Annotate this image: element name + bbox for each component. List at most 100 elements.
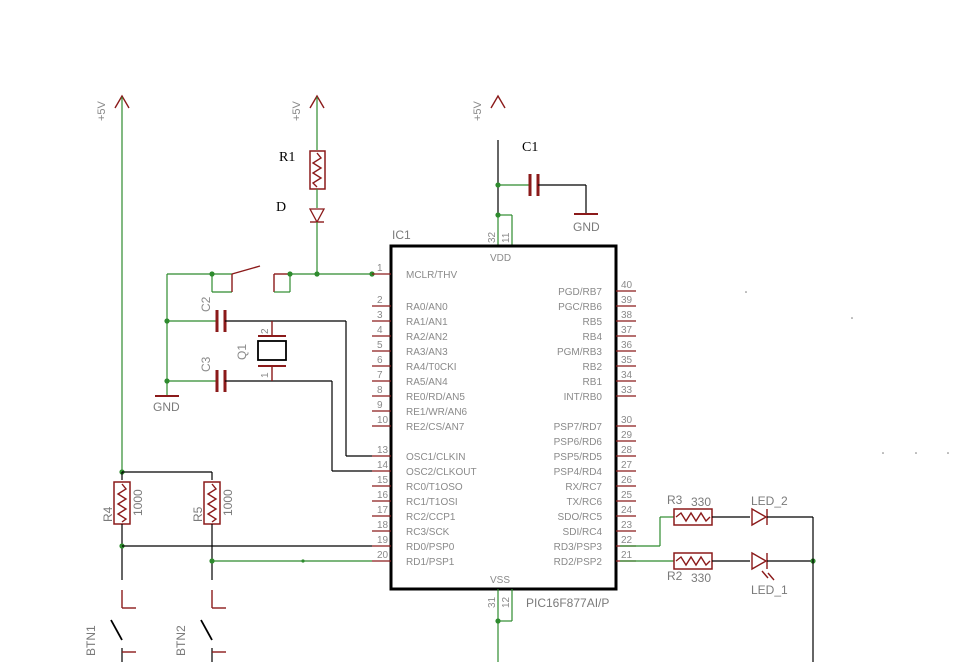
- ic1-pin-name: MCLR/THV: [406, 270, 457, 281]
- ic1-pin-number: 34: [621, 370, 633, 381]
- ic1-pin-number: 28: [621, 445, 633, 456]
- ic1-vdd-pin-b: 11: [501, 232, 512, 243]
- reset-switch: [231, 265, 290, 292]
- value-r5: 1000: [221, 489, 235, 516]
- q1-pin-2: 2: [260, 328, 271, 334]
- ic1-pin-name: OSC2/CLKOUT: [406, 467, 477, 478]
- ic1-vdd-pin-a: 32: [487, 231, 498, 243]
- ic1-pin-number: 17: [377, 505, 389, 516]
- ic1-pin-name: RD3/PSP3: [554, 542, 603, 553]
- button-btn2: BTN2: [174, 590, 226, 662]
- label-r5: R5: [191, 506, 205, 522]
- ic1-pin-name: RX/RC7: [565, 482, 602, 493]
- supply-label-mid: +5V: [291, 100, 303, 121]
- ic1-pin-number: 10: [377, 415, 389, 426]
- ic1-pin-number: 40: [621, 280, 633, 291]
- ic1-pin-number: 39: [621, 295, 633, 306]
- ic1-pin-number: 13: [377, 445, 389, 456]
- resistor-r3: R3 330: [667, 493, 713, 526]
- ic1-pin-number: 15: [377, 475, 389, 486]
- ic1-part: PIC16F877AI/P: [526, 596, 609, 610]
- label-r1: R1: [279, 150, 295, 165]
- ic1-pin-name: RE0/RD/AN5: [406, 392, 465, 403]
- ic1-pin-number: 19: [377, 535, 389, 546]
- ic1-pin-number: 22: [621, 535, 633, 546]
- ic1-pin-name: SDI/RC4: [563, 527, 603, 538]
- ic1-pin-number: 38: [621, 310, 633, 321]
- ic1-pin-number: 26: [621, 475, 633, 486]
- supply-label-right: +5V: [472, 100, 484, 121]
- ic1-pin-number: 27: [621, 460, 633, 471]
- ic1-pin-number: 16: [377, 490, 389, 501]
- ic1-pin-number: 1: [377, 263, 383, 274]
- ic1-pin-number: 35: [621, 355, 633, 366]
- ic1-pin-name: RA1/AN1: [406, 317, 448, 328]
- label-led1: LED_1: [751, 583, 788, 597]
- ic1-pin-name: RC1/T1OSI: [406, 497, 458, 508]
- supply-arrow-left: +5V: [96, 94, 130, 472]
- ic1-pin-name: INT/RB0: [564, 392, 603, 403]
- gnd-label-left: GND: [153, 400, 180, 414]
- ic1-pin-name: RD2/PSP2: [554, 557, 603, 568]
- ic1-pin-name: RA0/AN0: [406, 302, 448, 313]
- label-r2: R2: [667, 569, 683, 583]
- ic1-vdd-label: VDD: [490, 253, 511, 264]
- ic1-pin-number: 7: [377, 370, 383, 381]
- ic1-package: IC1 PIC16F877AI/P VDD VSS 32 11 31 12: [389, 228, 618, 610]
- ic1-pin-name: RB1: [583, 377, 603, 388]
- crystal-q1: Q1 2 1: [235, 321, 287, 381]
- supply-label-left: +5V: [96, 100, 108, 121]
- ic1-pin-name: RA2/AN2: [406, 332, 448, 343]
- ic1-pin-number: 20: [377, 550, 389, 561]
- ic1-vss-pin-a: 31: [487, 596, 498, 608]
- resistor-r1: R1: [279, 150, 326, 190]
- ic1-pin-name: RC0/T1OSO: [406, 482, 463, 493]
- label-r3: R3: [667, 493, 683, 507]
- ic1-pin-number: 24: [621, 505, 633, 516]
- ic1-pin-number: 3: [377, 310, 383, 321]
- ic1-pin-name: RD1/PSP1: [406, 557, 455, 568]
- ic1-pin-number: 2: [377, 295, 383, 306]
- q1-pin-1: 1: [260, 372, 271, 378]
- label-btn2: BTN2: [174, 625, 188, 656]
- ic1-pin-number: 37: [621, 325, 633, 336]
- button-btn1: BTN1: [84, 590, 136, 662]
- ic1-pin-number: 29: [621, 430, 633, 441]
- ic1-pin-number: 36: [621, 340, 633, 351]
- capacitor-c1: C1: [522, 140, 540, 196]
- ic1-pin-name: RE2/CS/AN7: [406, 422, 465, 433]
- ic1-ref: IC1: [392, 228, 411, 242]
- ic1-pin-number: 4: [377, 325, 383, 336]
- ic1-pin-name: PSP6/RD6: [554, 437, 603, 448]
- value-r3: 330: [691, 495, 711, 509]
- led-led1: LED_1: [751, 551, 788, 597]
- ic1-pin-name: SDO/RC5: [558, 512, 603, 523]
- ic1-pin-number: 33: [621, 385, 633, 396]
- ic1-pin-number: 5: [377, 340, 383, 351]
- ic1-pin-name: RD0/PSP0: [406, 542, 455, 553]
- ic1-pin-name: PSP5/RD5: [554, 452, 603, 463]
- led-led2: LED_2: [751, 494, 788, 527]
- ic1-pin-name: PGC/RB6: [558, 302, 602, 313]
- supply-arrow-mid: +5V: [291, 94, 325, 150]
